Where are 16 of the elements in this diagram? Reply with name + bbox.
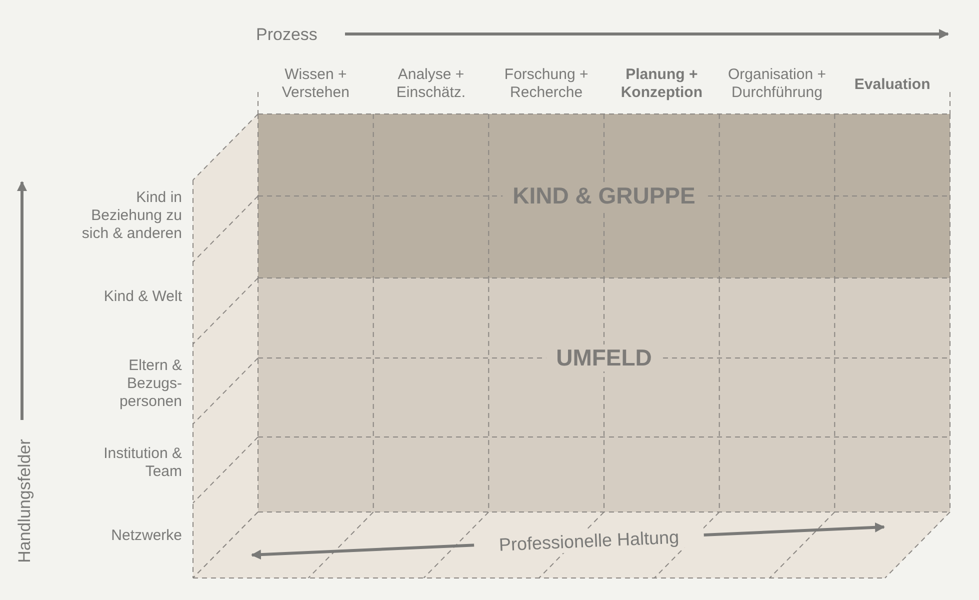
column-header: Planung + Konzeption (620, 66, 704, 102)
column-header: Wissen + Verstehen (280, 66, 350, 102)
axis-label: Prozess (256, 24, 318, 46)
grid-panel (258, 114, 950, 278)
column-header: Analyse + Einschätz. (395, 66, 467, 102)
row-label: Netzwerke (110, 527, 182, 545)
row-label: Institution & Team (102, 445, 182, 481)
column-header: Evaluation (853, 76, 932, 94)
panel-title: UMFELD (546, 344, 662, 372)
column-header: Organisation + Durchführung (727, 66, 827, 102)
row-label: Kind & Welt (102, 288, 182, 306)
row-label: Eltern & Bezugs- personen (118, 357, 182, 411)
row-label: Kind in Beziehung zu sich & anderen (80, 189, 182, 243)
grid-panel (258, 278, 950, 512)
column-header: Forschung + Recherche (503, 66, 590, 102)
axis-label: Handlungsfelder (14, 438, 35, 565)
